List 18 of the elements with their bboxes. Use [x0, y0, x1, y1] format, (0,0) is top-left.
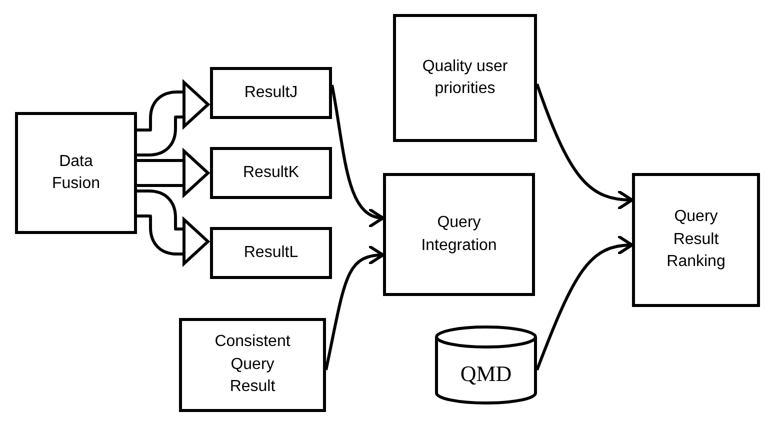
node-label: ResultL [244, 242, 298, 263]
node-label: ResultK [242, 162, 300, 183]
arrow [536, 235, 634, 371]
arrow [330, 84, 384, 226]
node-label: Consistent Query Result [214, 332, 292, 398]
arrow [324, 245, 384, 370]
node-label: QMD [460, 360, 512, 388]
process-box [383, 173, 535, 296]
node-label: Quality user priorities [421, 56, 509, 99]
node-label: Data Fusion [50, 152, 102, 194]
arrow [536, 84, 634, 210]
process-box [179, 318, 326, 412]
node-label: Query Result Ranking [666, 207, 726, 272]
process-box [632, 173, 760, 307]
node-label: ResultJ [244, 82, 298, 103]
process-box [393, 14, 537, 142]
process-box [15, 112, 137, 234]
node-label: Query Integration [420, 213, 498, 256]
